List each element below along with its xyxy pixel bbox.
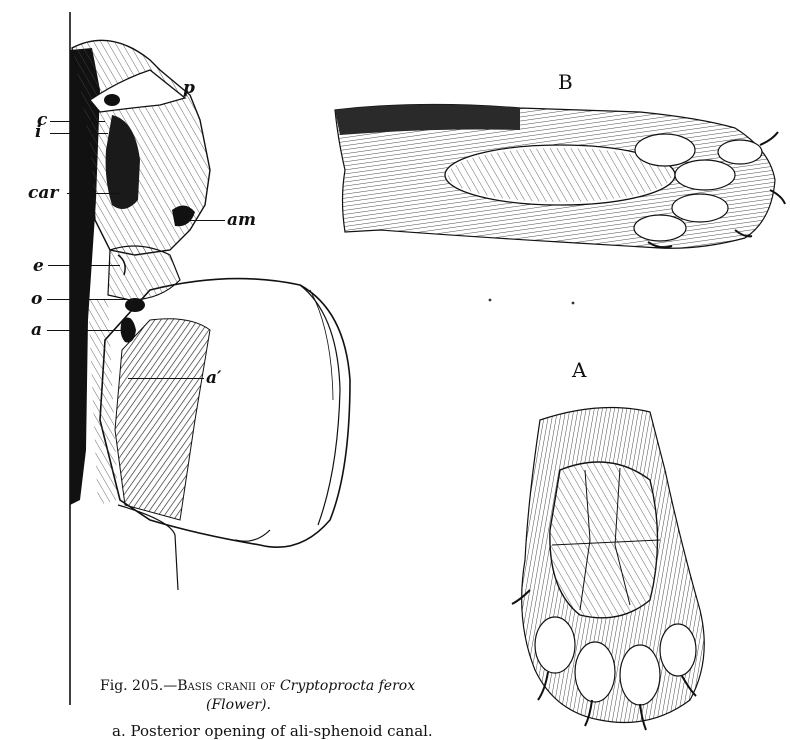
foot-a-drawing [512,408,704,731]
leader-i [50,133,108,134]
caption-fig-number: Fig. 205. [100,678,163,694]
label-e: e [33,258,44,275]
leader-a [47,330,122,331]
skull-base-drawing [70,12,350,705]
leader-a-prime [128,378,204,379]
label-a: a [31,322,42,339]
panel-label-b: B [558,70,573,94]
foot-b-drawing [335,104,785,248]
caption-legend-line: a. Posterior opening of ali-sphenoid can… [112,722,433,740]
panel-label-a: A [572,358,586,382]
figure-caption: Fig. 205.—Basis cranii of Cryptoprocta f… [100,678,415,694]
label-o: o [31,291,42,308]
label-i: i [35,124,41,141]
leader-car [67,193,119,194]
leader-o [47,299,127,300]
label-car: car [28,185,58,202]
caption-title: —Basis cranii of [163,678,275,694]
leader-am [188,220,225,221]
leader-c [50,121,105,122]
caption-species: Cryptoprocta ferox [280,678,415,694]
label-a-prime: a′ [206,370,222,387]
label-am: am [227,212,256,229]
caption-authority-text: (Flower). [206,697,271,713]
leader-e [48,265,120,266]
caption-authority: (Flower). [206,697,271,713]
label-p: p [183,80,195,97]
